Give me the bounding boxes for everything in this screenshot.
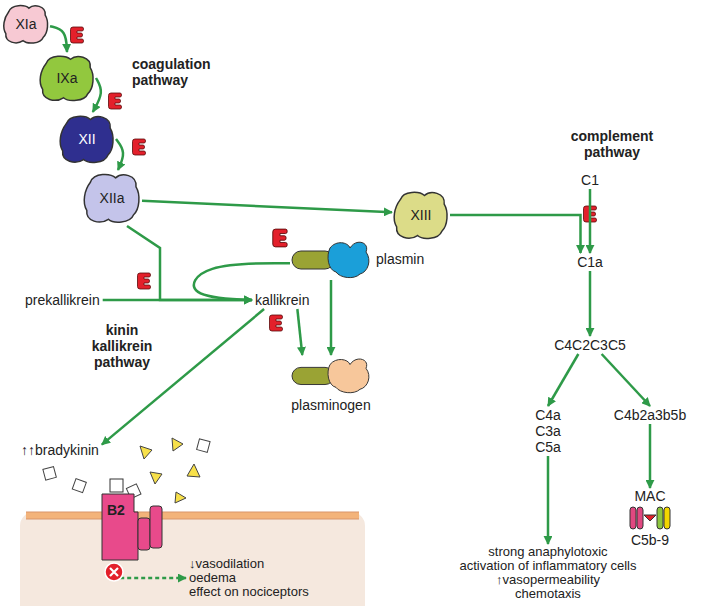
plasmin-shape [290, 238, 372, 280]
text-node: C4b2a3b5b [611, 406, 689, 424]
node-text: XIa [15, 16, 36, 32]
protein-shape: MAC C5b-9 [628, 488, 672, 548]
text-node: strong anaphylotoxicactivation of inflam… [456, 544, 639, 602]
node-text: MAC [634, 488, 665, 504]
node-text: C1a [577, 254, 603, 270]
node-text: C1 [581, 172, 599, 188]
node-text: ↑vasopermeability [459, 573, 636, 587]
pathway-arrow [127, 226, 252, 300]
node-text: C5a [535, 439, 561, 455]
node-text: XIIa [100, 190, 125, 206]
node-text: C3a [535, 423, 561, 439]
block-symbol [105, 563, 123, 581]
protein-shape: XII [58, 112, 116, 166]
connectors [50, 26, 650, 578]
text-node: ↑↑bradykinin [18, 441, 102, 459]
node-text: prekallikrein [25, 292, 100, 308]
node-text: kallikrein [255, 292, 309, 308]
node-text: ↓vasodilation [189, 557, 309, 571]
pathway-label: coagulation pathway [132, 56, 232, 88]
plasmin-molecule [290, 238, 372, 280]
node-text: C4a [535, 407, 561, 423]
node-text: C4C2C3C5 [554, 337, 626, 353]
node-text: C5b-9 [631, 532, 669, 548]
protein-shape: plasmin [290, 238, 424, 280]
plasminogen-molecule [290, 355, 372, 395]
cell-body [20, 512, 365, 606]
text-node: C4C2C3C5 [551, 336, 629, 354]
pathway-arrow [142, 201, 392, 213]
node-text: strong anaphylotoxic [459, 545, 636, 559]
protein-shape: IXa [38, 52, 96, 104]
node-text: ↑↑bradykinin [21, 442, 99, 458]
node-text: effect on nociceptors [189, 585, 309, 599]
protein-shape: XIa [2, 2, 50, 46]
text-node: C1 [578, 171, 602, 189]
node-text: B2 [107, 502, 125, 518]
pathway-arrow [589, 189, 592, 253]
node-text: XIII [410, 207, 431, 223]
pathway-arrow [50, 26, 67, 52]
pathway-arrow [116, 139, 123, 170]
text-node: prekallikrein [22, 291, 103, 309]
pathway-arrow [114, 570, 186, 578]
b2-receptor [92, 478, 166, 570]
node-text: oedema [189, 571, 309, 585]
pathway-label: kinin kallikrein pathway [80, 322, 164, 370]
pathway-arrow [548, 354, 578, 406]
node-text: C4b2a3b5b [614, 407, 686, 423]
protein-shape: B2 [92, 478, 166, 570]
protein-shape: plasminogen [290, 355, 372, 413]
text-node: C1a [574, 253, 606, 271]
pathway-arrow [93, 78, 101, 112]
membrane-line [26, 519, 359, 520]
pathway-arrow [649, 424, 652, 488]
pathway-arrow [297, 309, 302, 355]
node-text: plasminogen [291, 397, 370, 413]
membrane-line [26, 512, 359, 513]
text-node: C4aC3aC5a [532, 406, 564, 456]
text-node: ↓vasodilationoedemaeffect on nociceptors [186, 556, 312, 600]
node-text: chemotaxis [459, 587, 636, 601]
protein-shape: XIIa [82, 170, 142, 226]
plasminogen-shape [290, 355, 372, 395]
pathway-arrow [589, 271, 592, 336]
inhibitor-symbol [71, 27, 597, 331]
node-text: activation of inflammatory cells [459, 559, 636, 573]
cell-membrane [26, 512, 359, 519]
mac-pore [628, 506, 672, 530]
mac-complex [628, 506, 672, 530]
pathway-arrow [330, 280, 333, 355]
pathway-arrow [450, 215, 580, 253]
protein-shape: XIII [392, 188, 450, 242]
pathway-label: complement pathway [562, 128, 662, 160]
pathway-arrow [547, 456, 550, 544]
text-node: kallikrein [252, 291, 312, 309]
pathway-arrow [602, 354, 650, 406]
node-text: IXa [56, 70, 77, 86]
node-text: XII [78, 131, 95, 147]
node-text: plasmin [376, 251, 424, 267]
